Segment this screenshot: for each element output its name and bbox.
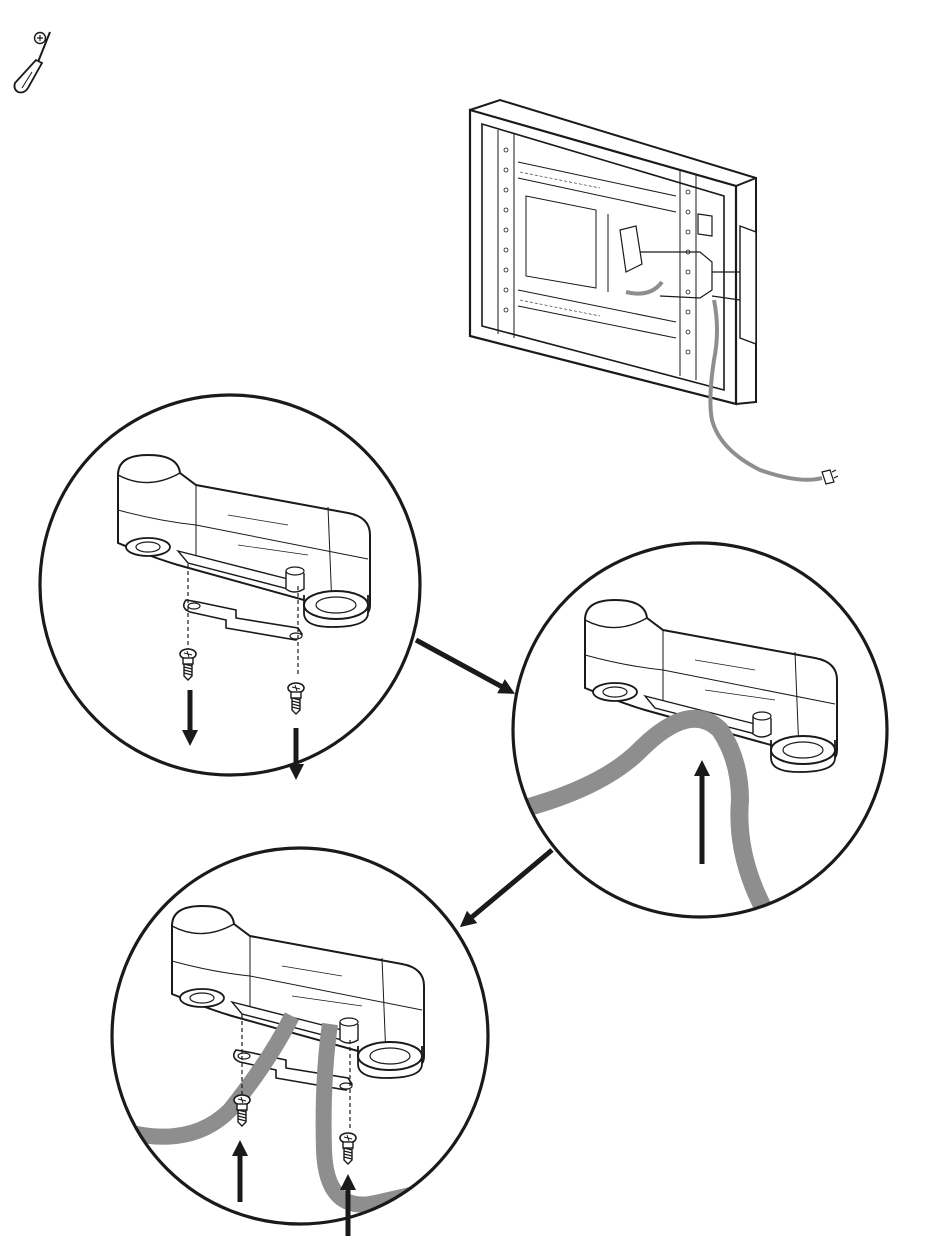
step-2-route-cable	[510, 543, 887, 920]
tv-overview-illustration	[470, 100, 838, 484]
phillips-screwdriver-icon	[14, 32, 50, 93]
step-transition-arrow-2	[466, 850, 552, 922]
step-transition-arrow-1	[416, 640, 508, 690]
step-1-remove-screws	[40, 395, 420, 775]
step-3-reinstall-screws	[112, 848, 488, 1236]
